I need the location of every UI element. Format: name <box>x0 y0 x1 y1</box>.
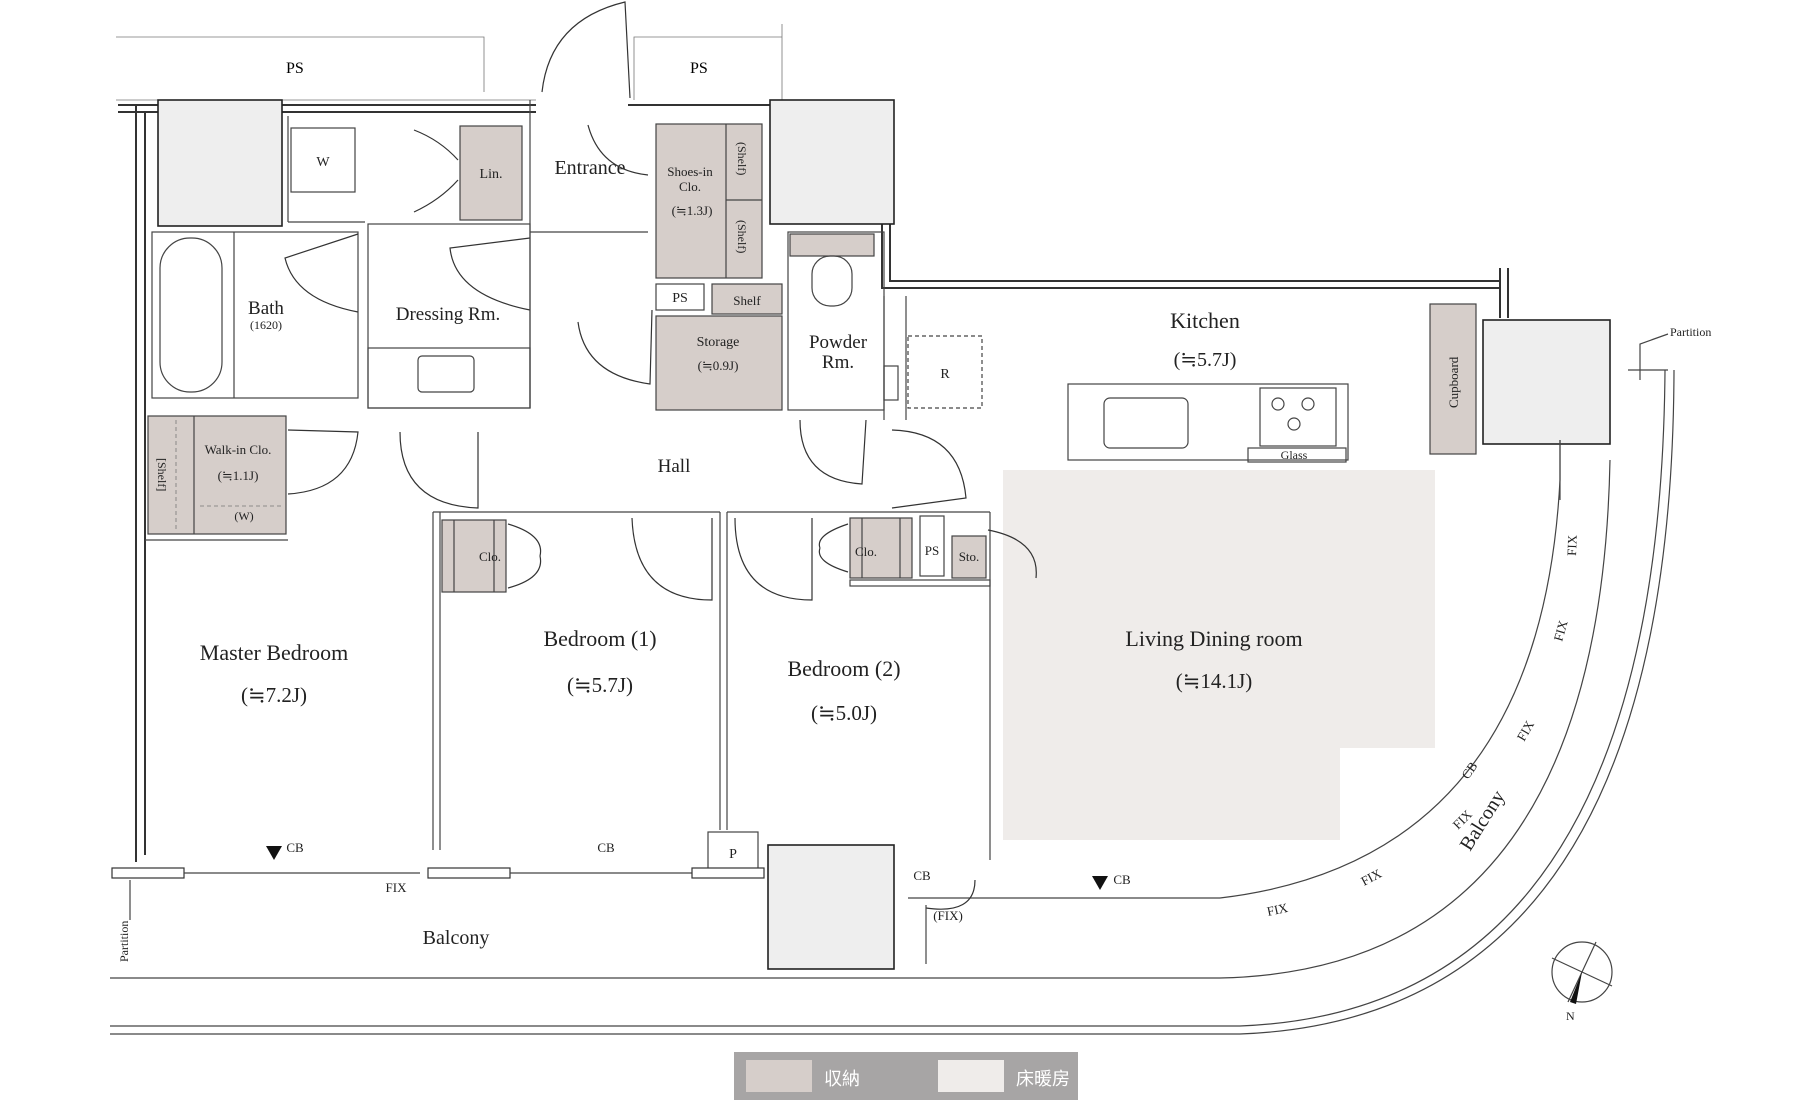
ps-strip-top-right <box>633 24 783 100</box>
toilet <box>811 255 853 307</box>
wic-label: Walk-in Clo. <box>205 442 272 457</box>
legend-storage-swatch <box>746 1060 812 1092</box>
pipe-label: P <box>729 847 737 862</box>
dressing-label: Dressing Rm. <box>396 304 501 325</box>
shelf-box <box>711 283 783 315</box>
shoes-shelf-lower: (Shelf) <box>735 220 749 253</box>
ps-inner-box <box>655 283 705 311</box>
column-top-right <box>769 99 895 225</box>
closet-bedroom2-label: Clo. <box>855 544 877 559</box>
closet-bedroom2 <box>849 517 913 579</box>
bath-label: Bath <box>248 298 284 319</box>
storage-label: Storage <box>697 335 740 350</box>
kitchen-counter <box>1067 383 1349 461</box>
bedroom2-label: Bedroom (2) <box>787 656 900 681</box>
closet-bedroom1-label: Clo. <box>479 549 501 564</box>
wic-area: (≒1.1J) <box>218 468 259 483</box>
shelf-label: Shelf <box>733 293 761 308</box>
south-sashes <box>111 867 1220 899</box>
washer-box <box>290 127 356 193</box>
storage-area: (≒0.9J) <box>698 358 739 373</box>
washer-label: W <box>316 155 330 170</box>
fix-curve-2: FIX <box>1358 865 1384 888</box>
entrance-door[interactable] <box>541 1 631 99</box>
bath-room <box>151 231 359 399</box>
column-bottom <box>767 844 895 970</box>
fix-curve-5: FIX <box>1550 618 1570 643</box>
balcony-south-label: Balcony <box>423 927 490 949</box>
balcony-railing <box>110 369 1675 1035</box>
hall-label: Hall <box>658 456 691 477</box>
closet-bedroom1 <box>441 519 507 593</box>
powder-label-2: Rm. <box>822 352 854 373</box>
cb-master-marker <box>266 846 282 860</box>
fix-curve-1: FIX <box>1266 900 1290 919</box>
wic-shelf: [Shelf] <box>155 458 169 491</box>
powder-label-1: Powder <box>809 332 868 353</box>
legend-storage-label: 収納 <box>824 1069 860 1090</box>
living-dining-label: Living Dining room <box>1125 626 1302 651</box>
shoes-in-closet <box>655 123 763 279</box>
shoes-label-1: Shoes-in <box>667 164 713 179</box>
floor-heating-area <box>1003 470 1435 840</box>
refrigerator <box>907 335 983 409</box>
vanity <box>367 347 531 409</box>
vanity-sink <box>417 355 475 393</box>
partition-left-label: Partition <box>117 921 131 962</box>
ps-bedroom2-label: PS <box>925 543 939 558</box>
small-storage-label: Sto. <box>959 549 980 564</box>
cooktop <box>1259 387 1337 447</box>
kitchen-sink <box>1103 397 1189 449</box>
master-bedroom-label: Master Bedroom <box>200 640 348 665</box>
ps-bedroom2-box <box>919 515 945 577</box>
legend-floor-heating-label: 床暖房 <box>1016 1069 1070 1090</box>
bath-size: (1620) <box>250 318 282 332</box>
powder-room <box>787 231 885 411</box>
fix-door-label: (FIX) <box>933 908 963 923</box>
linen-label: Lin. <box>480 167 503 182</box>
legend: 収納 床暖房 <box>734 1052 1078 1100</box>
partition-right-label: Partition <box>1670 325 1711 339</box>
fix-curve-6: FIX <box>1564 534 1580 556</box>
living-dining-area: (≒14.1J) <box>1176 669 1253 693</box>
fix-south-label: FIX <box>386 880 408 895</box>
cupboard-label: Cupboard <box>1446 356 1461 408</box>
bedroom2-area: (≒5.0J) <box>811 701 877 725</box>
fix-curve-4: FIX <box>1514 717 1538 743</box>
bedroom-walls <box>145 511 991 860</box>
kitchen-label: Kitchen <box>1170 308 1240 333</box>
ps-inner-label: PS <box>672 291 688 306</box>
column-top-left <box>157 99 283 227</box>
compass: N <box>1551 941 1613 1023</box>
cb-bed2-label: CB <box>913 868 931 883</box>
ps-top-right-label: PS <box>690 60 708 77</box>
small-storage <box>951 535 987 579</box>
shoes-area: (≒1.3J) <box>672 203 713 218</box>
shoes-shelf-upper: (Shelf) <box>735 142 749 175</box>
bedroom1-label: Bedroom (1) <box>543 626 656 651</box>
linen-storage <box>459 125 523 221</box>
cupboard <box>1429 303 1477 455</box>
shoes-label-2: Clo. <box>679 179 701 194</box>
cb-living-marker <box>1092 876 1108 890</box>
ps-strip-top-left <box>116 36 536 101</box>
refrigerator-label: R <box>940 367 950 382</box>
cb-master-label: CB <box>286 840 304 855</box>
master-bedroom-area: (≒7.2J) <box>241 683 307 707</box>
entrance-label: Entrance <box>554 157 625 179</box>
storage-room <box>655 315 783 411</box>
bedroom1-area: (≒5.7J) <box>567 673 633 697</box>
ps-top-left-label: PS <box>286 60 304 77</box>
bathtub <box>159 237 223 393</box>
compass-north-label: N <box>1566 1009 1575 1023</box>
wic-w: (W) <box>234 509 253 523</box>
walk-in-closet <box>147 415 287 535</box>
column-right <box>1482 319 1611 445</box>
kitchen-area: (≒5.7J) <box>1174 349 1237 371</box>
cb-bed1-label: CB <box>597 840 615 855</box>
legend-floor-heating-swatch <box>938 1060 1004 1092</box>
glass-label: Glass <box>1281 448 1308 462</box>
cb-living-label: CB <box>1113 872 1131 887</box>
